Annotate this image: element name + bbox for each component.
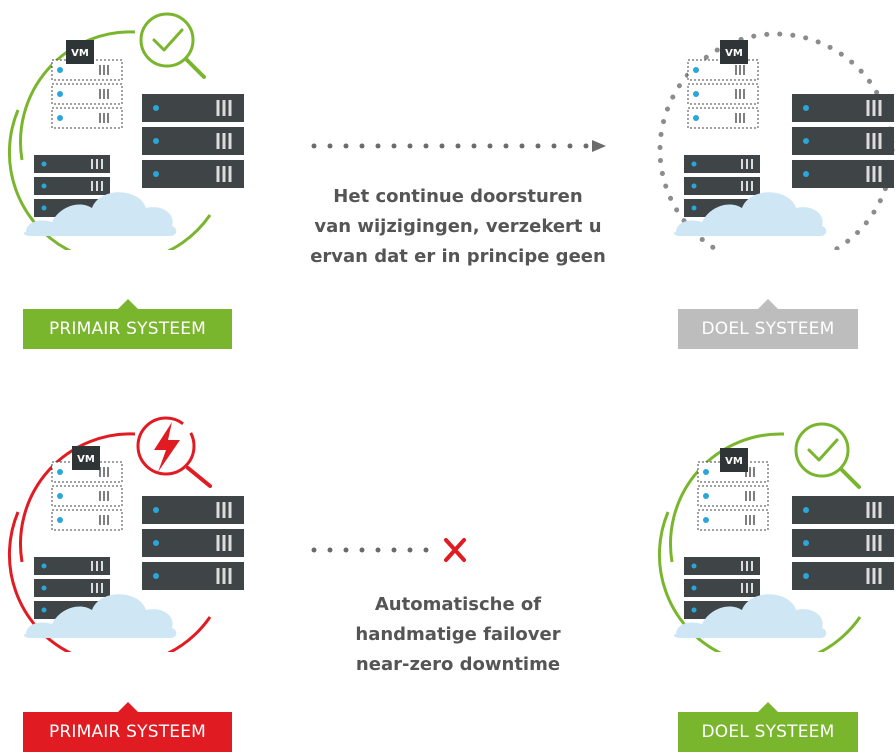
failed-transfer [311, 538, 466, 562]
bottom-primary-label: PRIMAIR SYSTEEM [23, 702, 232, 752]
vm-tag [66, 40, 94, 64]
transfer-arrow [311, 140, 606, 152]
cloud-icon [23, 192, 177, 236]
caption-line: handmatige failover [355, 624, 561, 645]
caption-line: ervan dat er in principe geen [310, 246, 606, 267]
vm-label: VM [725, 48, 743, 59]
caption-line: near-zero downtime [355, 654, 561, 675]
status-ring [19, 30, 136, 161]
bottom-target-cluster: VM [636, 402, 896, 652]
caption-line: Het continue doorsturen [333, 186, 583, 207]
check-icon [794, 422, 861, 489]
x-icon [444, 538, 466, 562]
lightning-icon [136, 416, 212, 488]
check-icon [139, 12, 206, 79]
top-primary-label: PRIMAIR SYSTEEM [23, 299, 232, 349]
caption-line: Automatische of [374, 594, 542, 615]
status-ring [669, 432, 785, 563]
top-caption: Het continue doorsturen van wijzigingen,… [288, 182, 628, 272]
caption-line: van wijzigingen, verzekert u [314, 216, 602, 237]
top-target-label: DOEL SYSTEEM [678, 299, 858, 349]
vm-label: VM [77, 454, 95, 465]
vm-label: VM [71, 48, 89, 59]
cloud-icon [23, 594, 177, 638]
bottom-caption: Automatische of handmatige failover near… [288, 590, 628, 680]
bottom-target-label: DOEL SYSTEEM [678, 702, 858, 752]
status-ring [19, 432, 136, 563]
vm-label: VM [725, 456, 743, 467]
top-target-cluster: VM [636, 0, 896, 250]
top-primary-cluster: VM [0, 0, 260, 250]
cloud-icon [673, 192, 827, 236]
bottom-primary-cluster: VM [0, 402, 260, 652]
cloud-icon [673, 594, 827, 638]
